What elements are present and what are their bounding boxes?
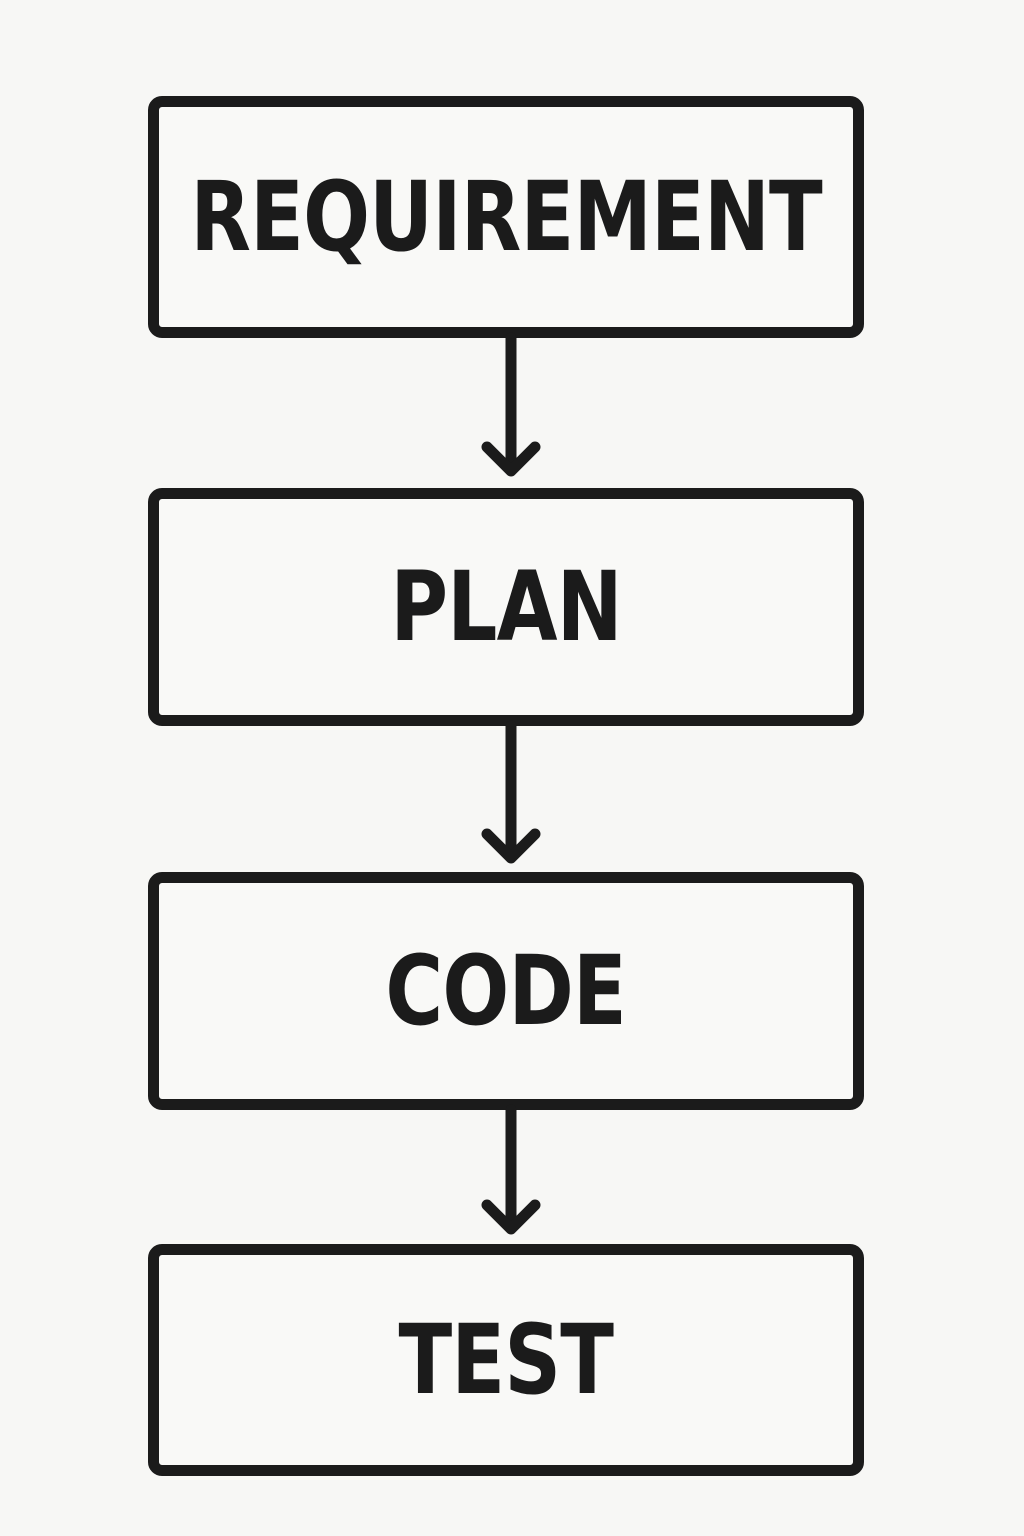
step-box-requirement: REQUIREMENT [148,96,864,338]
step-box-test: TEST [148,1244,864,1476]
arrow-plan-to-code [481,720,541,864]
arrow-code-to-test [481,1104,541,1235]
step-label-plan: PLAN [390,551,622,663]
step-label-code: CODE [385,935,627,1047]
arrow-requirement-to-plan [481,332,541,477]
step-label-requirement: REQUIREMENT [190,161,822,273]
step-box-code: CODE [148,872,864,1110]
step-label-test: TEST [398,1304,614,1416]
step-box-plan: PLAN [148,488,864,726]
